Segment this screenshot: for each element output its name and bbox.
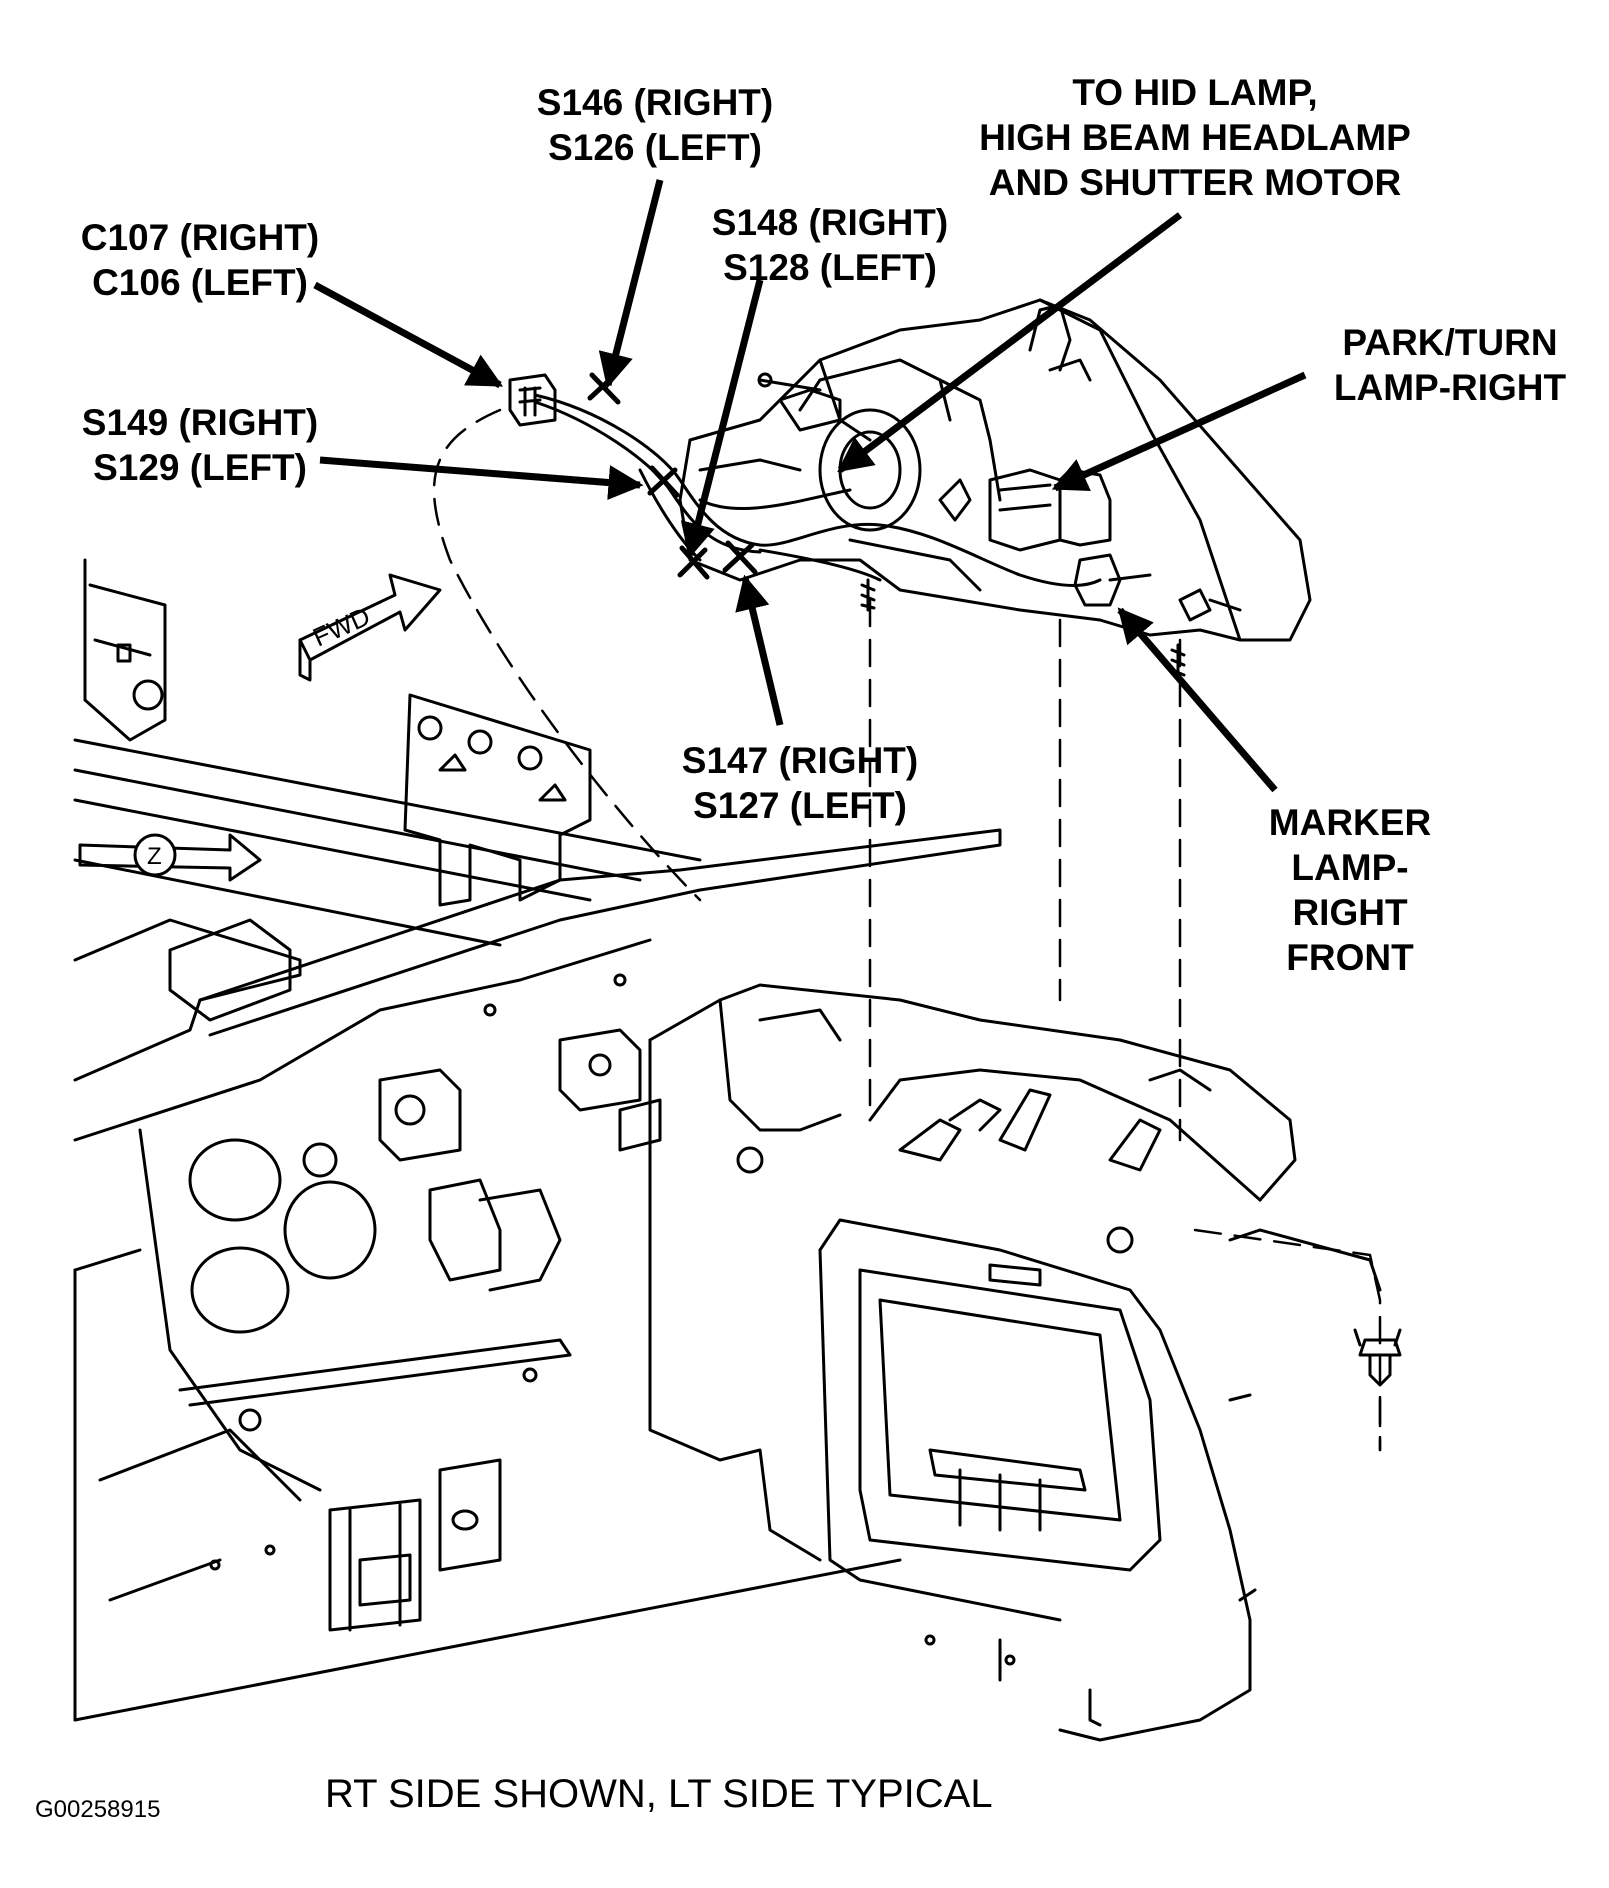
callout-s146: S146 (RIGHT) S126 (LEFT)	[536, 82, 774, 168]
radiator-support-structure	[73, 828, 1002, 1722]
wiring-harness	[533, 393, 1102, 587]
leader-s146	[598, 179, 664, 389]
splice-s146-marker	[587, 372, 621, 405]
fender-splash-shield	[648, 983, 1382, 1742]
leader-s147	[735, 574, 784, 726]
figure-caption: RT SIDE SHOWN, LT SIDE TYPICAL	[325, 1772, 993, 1816]
z-label: Z	[147, 843, 162, 870]
leader-s148	[680, 279, 764, 559]
callout-park-turn-lamp: PARK/TURN LAMP-RIGHT	[1333, 322, 1567, 408]
push-pin-fastener	[1353, 1328, 1402, 1387]
callout-marker-lamp: MARKER LAMP- RIGHT FRONT	[1268, 802, 1432, 978]
leader-s149	[319, 456, 644, 500]
callout-s149: S149 (RIGHT) S129 (LEFT)	[81, 402, 319, 488]
callout-hid-lamp: TO HID LAMP, HIGH BEAM HEADLAMP AND SHUT…	[979, 72, 1411, 203]
leader-c107	[313, 281, 504, 389]
leader-arrows	[313, 179, 1307, 793]
left-bracket	[83, 558, 167, 742]
forward-arrow-icon	[298, 573, 442, 682]
leader-park	[1051, 371, 1307, 492]
callout-s148: S148 (RIGHT) S128 (LEFT)	[711, 202, 949, 288]
center-bracket	[403, 693, 592, 907]
z-direction-arrow-icon	[78, 833, 262, 882]
figure-number: G00258915	[35, 1796, 161, 1823]
splice-s147-marker	[722, 540, 758, 575]
c107-connector-shape	[508, 373, 557, 427]
leader-hid	[837, 212, 1183, 473]
callout-s147: S147 (RIGHT) S127 (LEFT)	[681, 740, 919, 826]
mid-components	[168, 918, 662, 1292]
wheel-well-ribs	[758, 1008, 1212, 1132]
splice-s149-marker	[647, 465, 680, 498]
leader-marker	[1117, 607, 1278, 793]
dashed-routing-lines	[432, 408, 1382, 1452]
callout-c107: C107 (RIGHT) C106 (LEFT)	[80, 217, 320, 303]
